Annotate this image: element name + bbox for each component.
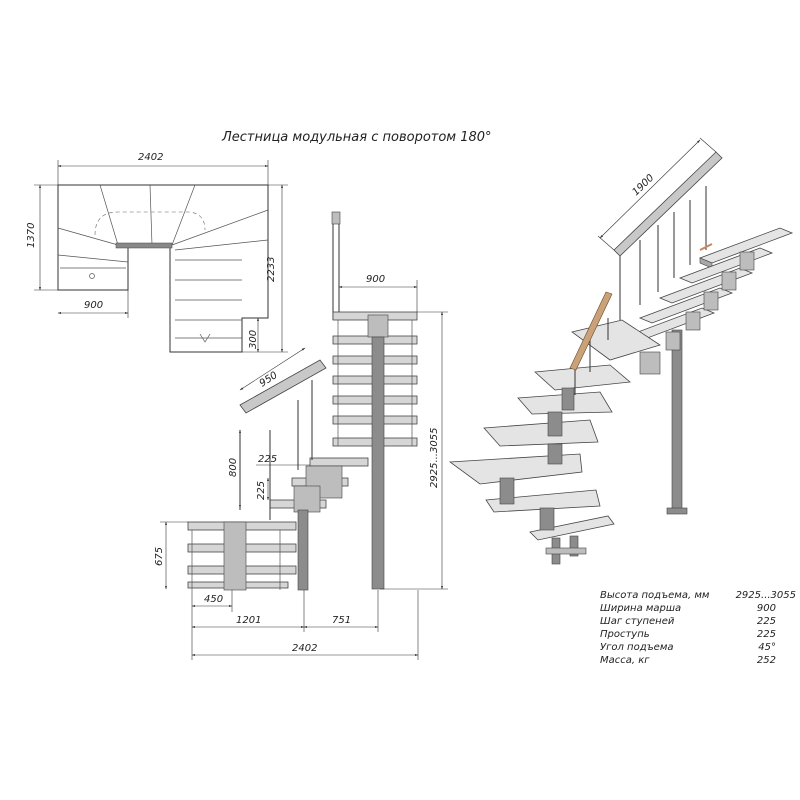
spec-label: Шаг ступеней <box>600 616 675 627</box>
spec-label: Ширина марша <box>600 603 681 614</box>
iso-view: 1900 <box>448 137 794 565</box>
front-total-height-dim: 2925...3055 <box>429 428 440 488</box>
front-span-left-dim: 1201 <box>236 615 261 626</box>
spec-value: 225 <box>757 616 776 627</box>
spec-value: 252 <box>757 655 776 666</box>
spec-value: 45° <box>758 642 776 653</box>
front-total-width-dim: 2402 <box>292 643 317 654</box>
spec-label: Угол подъема <box>600 642 674 653</box>
plan-width-dim: 2402 <box>138 152 163 163</box>
front-platform-dim: 900 <box>366 274 385 285</box>
iso-rail-length-dim: 1900 <box>630 173 656 199</box>
drawing-title: Лестница модульная с поворотом 180° <box>221 130 492 145</box>
front-span-right-dim: 751 <box>332 615 351 626</box>
spec-value: 900 <box>757 603 776 614</box>
spec-value: 2925...3055 <box>736 590 796 601</box>
plan-bottom-step-dim: 300 <box>248 330 259 349</box>
front-base-offset-dim: 450 <box>204 594 223 605</box>
front-rail-height-dim: 800 <box>228 458 239 477</box>
spec-label: Масса, кг <box>600 655 650 666</box>
plan-view: 2402 1370 2233 900 300 <box>26 152 288 353</box>
plan-depth-dim: 1370 <box>26 223 37 248</box>
front-riser-upper-dim: 225 <box>258 454 277 465</box>
front-lower-rise-dim: 675 <box>154 547 165 566</box>
spec-value: 225 <box>757 629 776 640</box>
front-view: 950 900 2925...3055 800 225 225 675 450 … <box>154 211 448 660</box>
plan-length-dim: 2233 <box>266 257 277 282</box>
spec-table: Высота подъема, мм 2925...3055 Ширина ма… <box>600 590 796 666</box>
spec-label: Проступь <box>600 629 650 640</box>
spec-label: Высота подъема, мм <box>600 590 710 601</box>
front-riser-lower-dim: 225 <box>256 481 267 500</box>
plan-inner-dim: 900 <box>84 300 103 311</box>
